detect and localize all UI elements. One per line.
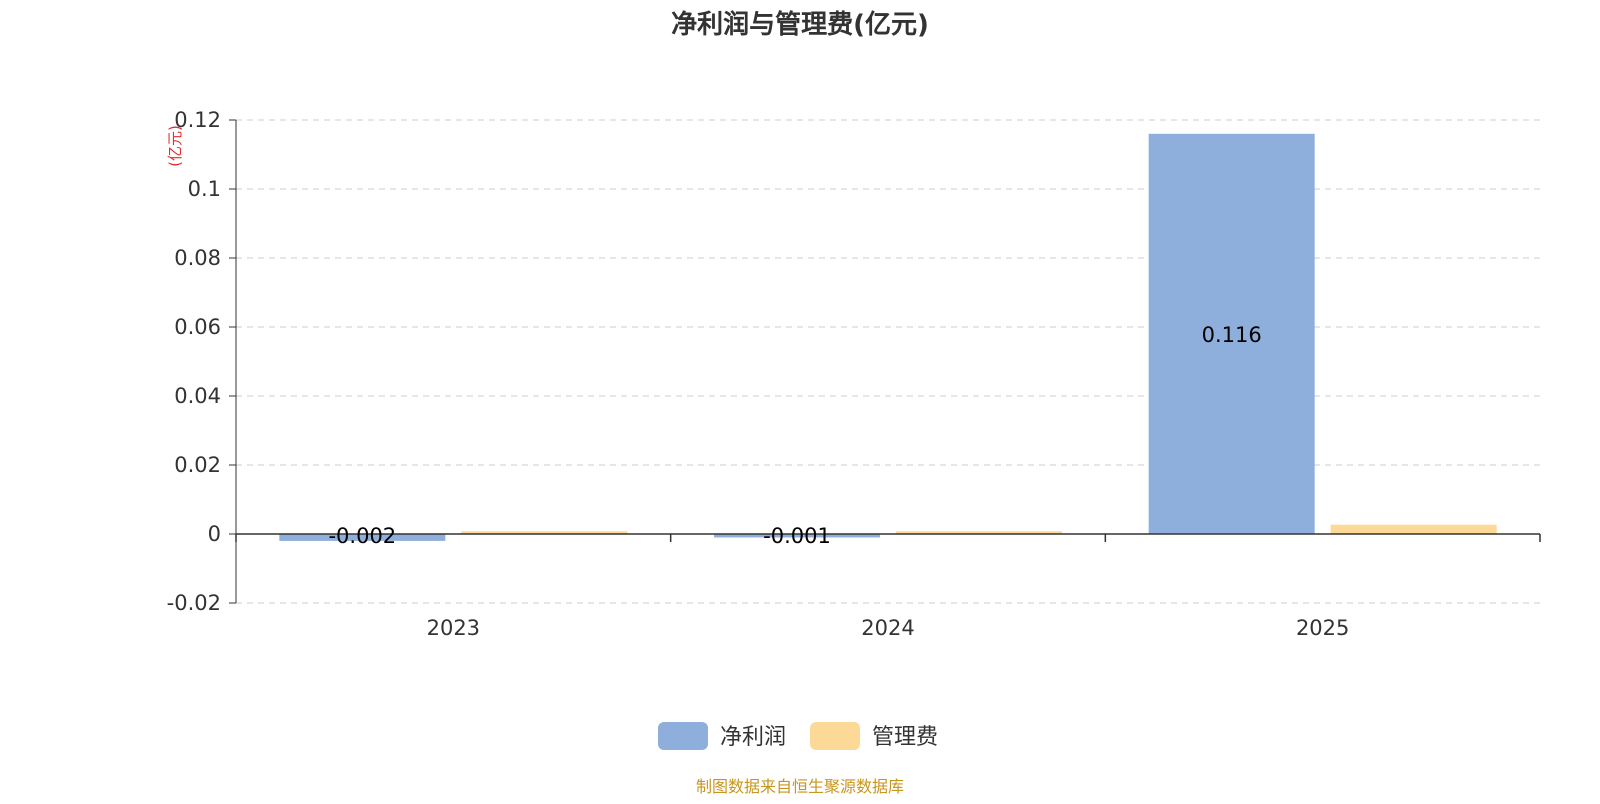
bar-0-2025: [1148, 133, 1315, 535]
y-tick-label: 0.08: [174, 246, 221, 270]
y-tick-label: 0.04: [174, 384, 221, 408]
legend-item-1[interactable]: 管理费: [810, 722, 938, 750]
y-tick-label: 0.06: [174, 315, 221, 339]
y-tick-label: 0.1: [188, 177, 221, 201]
chart-title: 净利润与管理费(亿元): [671, 9, 929, 40]
legend-swatch: [658, 722, 708, 750]
y-tick-label: -0.02: [167, 591, 221, 615]
bars: [279, 133, 1497, 541]
x-tick-label: 2023: [427, 616, 480, 640]
data-labels: -0.002 -0.001 0.116: [328, 323, 1261, 548]
bar-1-2023: [461, 531, 628, 534]
data-label: -0.001: [763, 524, 831, 548]
axes: 0.12 0.1 0.08 0.06 0.04 0.02 0 -0.02 2023 2024 202…: [167, 108, 1541, 640]
data-label: -0.002: [328, 524, 396, 548]
x-tick-label: 2024: [861, 616, 914, 640]
legend-swatch: [810, 722, 860, 750]
legend-label: 管理费: [872, 725, 938, 750]
data-label: 0.116: [1202, 323, 1262, 347]
y-axis-unit-label: (亿元): [166, 125, 184, 167]
legend-label: 净利润: [720, 725, 786, 750]
y-tick-label: 0.12: [174, 108, 221, 132]
legend-item-0[interactable]: 净利润: [658, 722, 786, 750]
source-note: 制图数据来自恒生聚源数据库: [696, 777, 904, 796]
y-tick-label: 0.02: [174, 453, 221, 477]
x-tick-label: 2025: [1296, 616, 1349, 640]
grid-lines: [236, 119, 1540, 604]
bar-1-2024: [896, 531, 1062, 534]
y-tick-label: 0: [208, 522, 221, 546]
bar-0-2023: [279, 534, 446, 541]
legend[interactable]: 净利润 管理费: [658, 722, 938, 750]
bar-1-2025: [1330, 524, 1497, 534]
bar-0-2024: [714, 534, 880, 538]
